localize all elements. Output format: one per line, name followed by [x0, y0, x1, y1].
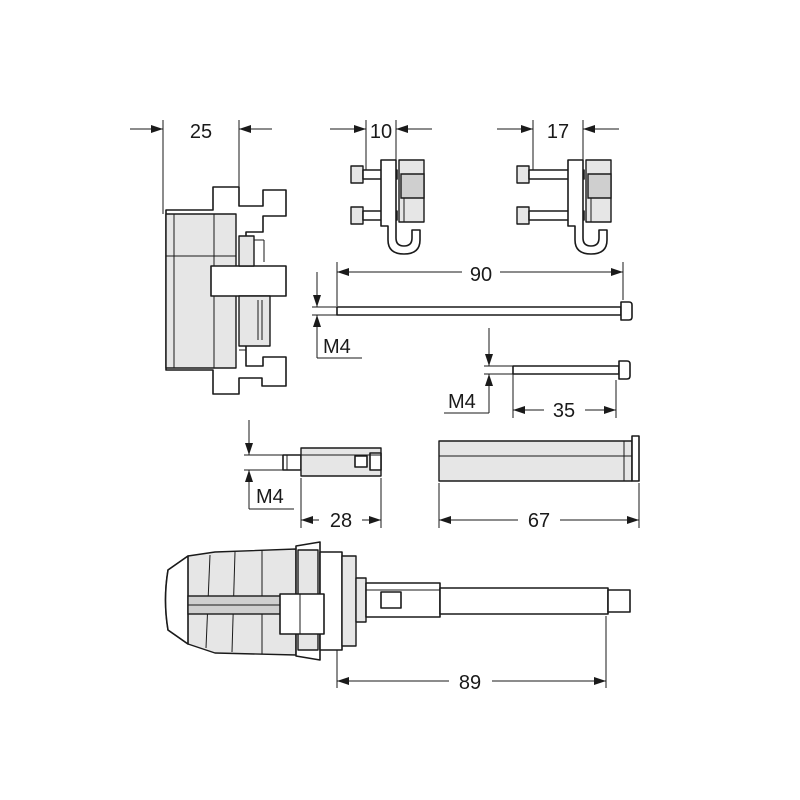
extension-piece: M4 28: [244, 420, 382, 532]
extension-thread-label: M4: [256, 486, 284, 508]
sleeve-length-label: 67: [528, 510, 550, 532]
rod-short: M4 35: [444, 328, 631, 422]
clip-large-label: 17: [547, 121, 569, 143]
rod-long: 90 M4: [312, 262, 633, 359]
cartridge-length-label: 89: [459, 672, 481, 694]
clip-large: 17: [497, 120, 619, 255]
bracket-width-label: 25: [190, 121, 212, 143]
rod-long-thread-label: M4: [323, 336, 351, 358]
mounting-bracket: 25: [130, 120, 287, 395]
clip-small-label: 10: [370, 121, 392, 143]
rod-short-thread-label: M4: [448, 391, 476, 413]
rod-long-length-label: 90: [470, 264, 492, 286]
clip-small: 10: [330, 120, 432, 255]
extension-length-label: 28: [330, 510, 352, 532]
sleeve: 67: [438, 435, 640, 532]
rod-short-length-label: 35: [553, 400, 575, 422]
cartridge: 89: [164, 541, 631, 694]
